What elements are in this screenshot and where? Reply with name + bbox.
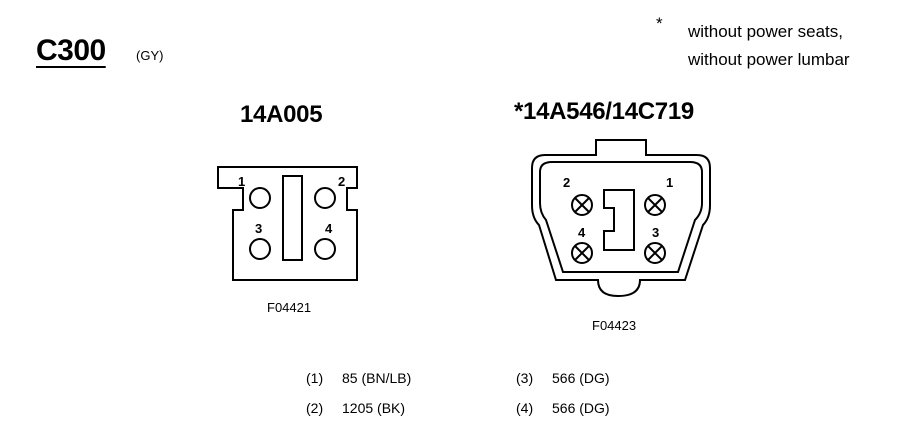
pin-label-right-3: 3 — [652, 225, 659, 240]
pin-label-left-1: 1 — [238, 174, 245, 189]
pinout-value: 85 (BN/LB) — [342, 370, 412, 386]
connector-face-left — [217, 166, 358, 281]
pinout-index: (2) — [306, 400, 324, 416]
figure-id-left: F04421 — [267, 300, 312, 315]
pinout-index: (1) — [306, 370, 324, 386]
note-text: without power seats, without power lumba… — [688, 18, 850, 74]
pinout-value: 566 (DG) — [552, 370, 610, 386]
pin-cavity-left-2 — [314, 187, 336, 209]
connector-face-right — [531, 139, 711, 298]
pinout-row-1: (1) 85 (BN/LB) — [306, 370, 411, 386]
connector-id: C300 — [36, 34, 106, 67]
pin-cavity-right-3 — [644, 242, 666, 264]
pin-label-left-3: 3 — [255, 221, 262, 236]
center-key-slot-left — [282, 175, 303, 261]
pinout-index: (4) — [516, 400, 534, 416]
note-line-1: without power seats, — [688, 22, 843, 41]
note-marker: * — [656, 14, 663, 33]
pinout-index: (3) — [516, 370, 534, 386]
pin-cavity-right-4 — [571, 242, 593, 264]
pin-label-right-1: 1 — [666, 175, 673, 190]
pinout-row-4: (4) 566 (DG) — [516, 400, 610, 416]
connector-inner-shell-right — [539, 161, 703, 273]
connector-outline-left — [217, 166, 358, 281]
figure-id-right: F04423 — [592, 318, 637, 333]
pin-label-left-4: 4 — [325, 221, 333, 236]
pinout-row-2: (2) 1205 (BK) — [306, 400, 405, 416]
pin-label-left-2: 2 — [338, 174, 345, 189]
color-code: (GY) — [136, 48, 164, 63]
pinout-value: 566 (DG) — [552, 400, 610, 416]
pin-cavity-right-2 — [571, 194, 593, 216]
part-number-right: *14A546/14C719 — [514, 98, 694, 125]
note-line-2: without power lumbar — [688, 50, 850, 69]
pinout-value: 1205 (BK) — [342, 400, 406, 416]
pin-cavity-right-1 — [644, 194, 666, 216]
pin-label-right-2: 2 — [563, 175, 570, 190]
pin-cavity-left-1 — [249, 187, 271, 209]
pin-label-right-4: 4 — [578, 225, 586, 240]
center-key-right — [603, 189, 635, 251]
part-number-left: 14A005 — [240, 101, 323, 128]
connector-outer-shell-right — [531, 139, 711, 298]
pinout-row-3: (3) 566 (DG) — [516, 370, 610, 386]
pin-cavity-left-3 — [249, 238, 271, 260]
pin-cavity-left-4 — [314, 238, 336, 260]
